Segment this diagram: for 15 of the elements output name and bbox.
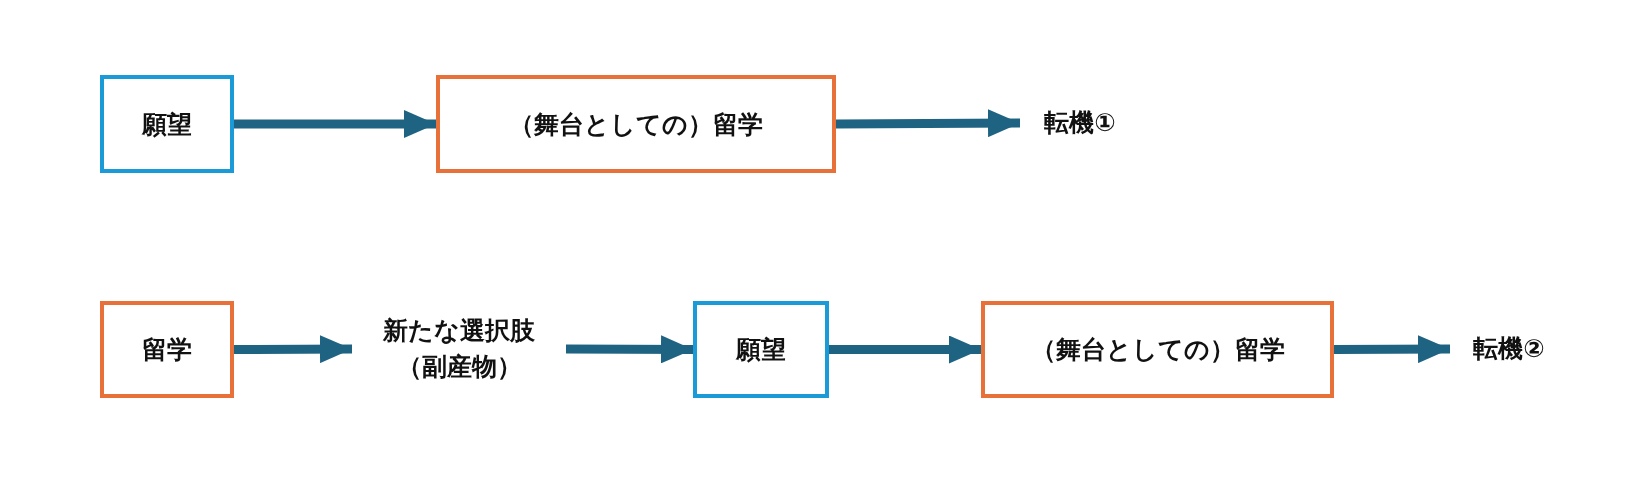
arrow bbox=[234, 335, 352, 364]
process-box: （舞台としての）留学 bbox=[436, 75, 836, 173]
node-text: 転機① bbox=[1044, 106, 1116, 139]
arrow bbox=[829, 335, 981, 364]
node-text: 新たな選択肢 bbox=[383, 314, 535, 347]
node-text: （副産物） bbox=[396, 351, 522, 383]
process-box: 願望 bbox=[100, 75, 234, 173]
arrow bbox=[234, 110, 436, 138]
arrow bbox=[566, 335, 693, 364]
arrow bbox=[1334, 335, 1450, 364]
process-box: 留学 bbox=[100, 301, 234, 398]
process-box: （舞台としての）留学 bbox=[981, 301, 1334, 398]
node-text: 転機② bbox=[1473, 332, 1545, 365]
arrow bbox=[835, 109, 1021, 138]
process-box: 願望 bbox=[693, 301, 829, 398]
